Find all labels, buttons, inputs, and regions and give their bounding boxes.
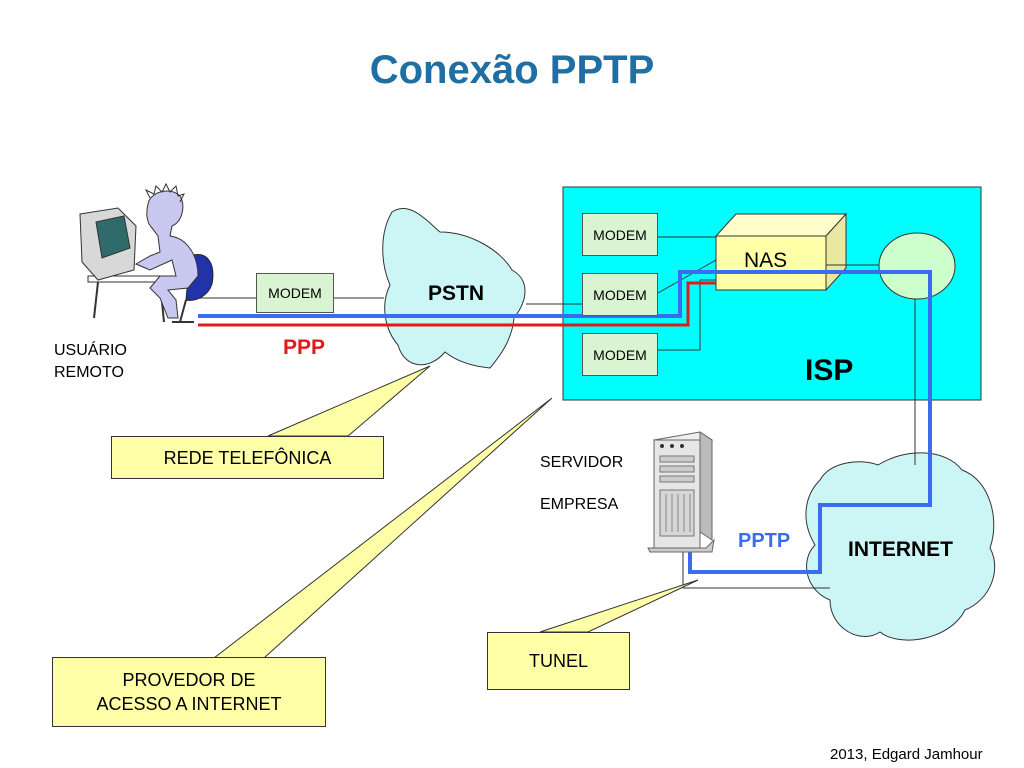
- pstn-cloud: [382, 208, 526, 369]
- thin-lines: [200, 236, 916, 589]
- callout-rede-telefonica: REDE TELEFÔNICA: [111, 436, 384, 479]
- callout-pointer-tunel: [539, 579, 699, 633]
- callout-tunel: TUNEL: [487, 632, 630, 690]
- footer-credit: 2013, Edgard Jamhour: [830, 746, 983, 763]
- callout-provedor: PROVEDOR DE ACESSO A INTERNET: [52, 657, 326, 727]
- user-workstation-icon: [79, 182, 214, 323]
- callout-provedor-line1: PROVEDOR DE: [122, 670, 256, 690]
- pptp-blue-line: [198, 270, 932, 574]
- pptp-label: PPTP: [738, 530, 791, 552]
- isp-modem-3: MODEM: [582, 333, 658, 376]
- slide-title: Conexão PPTP: [369, 48, 655, 92]
- server-label-line1: SERVIDOR: [540, 454, 624, 471]
- internet-cloud: [805, 452, 996, 641]
- internet-label: INTERNET: [848, 538, 953, 561]
- callout-provedor-line2: ACESSO A INTERNET: [96, 694, 282, 714]
- remote-user-label: USUÁRIO REMOTO: [54, 340, 127, 384]
- isp-modem-1: MODEM: [582, 213, 658, 256]
- ppp-label: PPP: [283, 336, 326, 359]
- remote-user-line1: USUÁRIO: [54, 342, 127, 359]
- server-label-line2: EMPRESA: [540, 496, 619, 513]
- callout-pointer-rede: [267, 365, 431, 437]
- ppp-red-line: [198, 281, 716, 327]
- isp-modem-2: MODEM: [582, 273, 658, 316]
- server-icon: [647, 431, 715, 553]
- isp-router: [878, 232, 956, 300]
- nas-label: NAS: [744, 249, 788, 272]
- remote-user-line2: REMOTO: [54, 364, 124, 381]
- isp-label: ISP: [805, 354, 854, 387]
- user-modem: MODEM: [256, 273, 334, 313]
- pstn-label: PSTN: [428, 282, 485, 305]
